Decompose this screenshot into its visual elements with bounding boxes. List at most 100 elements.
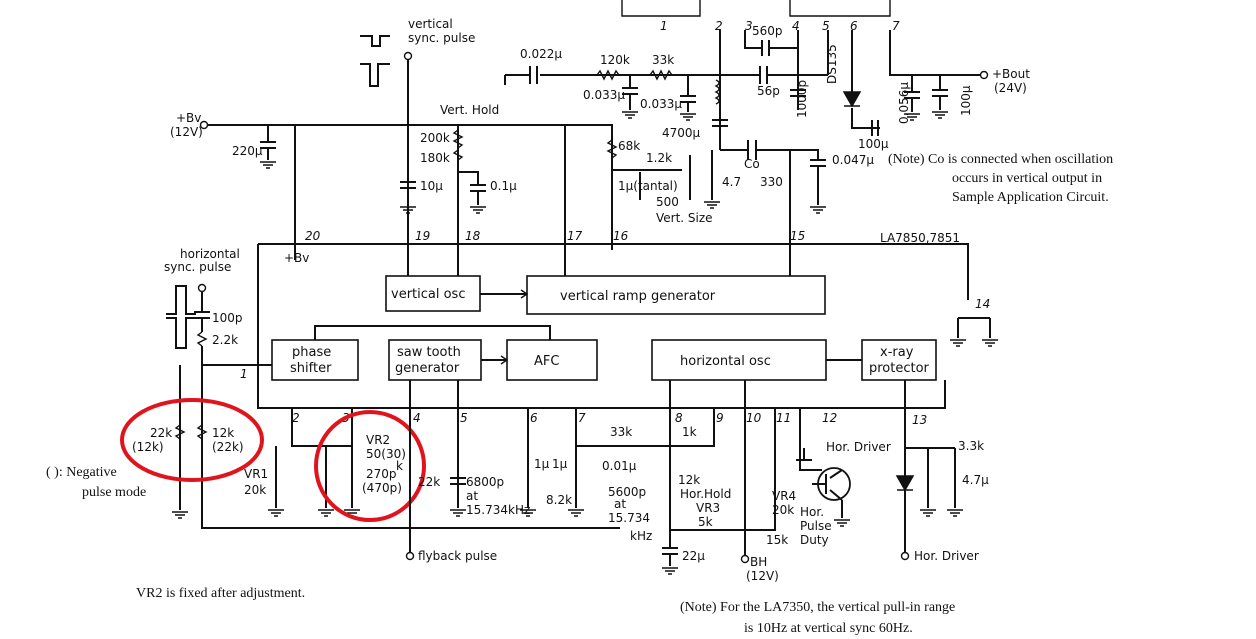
highlight-circle-vr2 [314, 410, 426, 522]
arrow-icon [520, 289, 529, 299]
top-pin-5: 5 [822, 19, 830, 33]
res-120k [596, 69, 620, 81]
r120k-label: 120k [600, 53, 630, 67]
r1k-label: 1k [682, 425, 697, 439]
hdriver-terminal [900, 551, 910, 561]
c5600-label: 5600p [608, 485, 646, 499]
c1u-b-label: 1μ [552, 457, 568, 471]
afc-block [506, 339, 598, 381]
phase-wires [275, 408, 353, 508]
c6800-f-label: 15.734kHz [466, 503, 530, 517]
c56-label: 56p [757, 84, 780, 98]
ground-icon [267, 509, 285, 517]
r22k-sync-label: 2.2k [212, 333, 238, 347]
r33k-top-label: 33k [652, 53, 674, 67]
hsync-label-2: sync. pulse [164, 260, 231, 274]
c6800-at-label: at [466, 489, 478, 503]
la7350-note-2: is 10Hz at vertical sync 60Hz. [744, 621, 913, 636]
vr4-val-label: 20k [772, 503, 794, 517]
c470-label: (470p) [362, 481, 402, 495]
cap-22u [662, 547, 678, 566]
pin-12: 12 [822, 411, 837, 425]
c100u-mid-label: 100μ [858, 137, 889, 151]
vr1-val-label: 20k [244, 483, 266, 497]
flyback-terminal [405, 551, 415, 561]
r200k-label: 200k [420, 131, 450, 145]
ground-icon [567, 509, 585, 517]
r12k-b2-label: (22k) [212, 440, 244, 454]
ic-name: LA7850,7851 [880, 231, 960, 245]
transistor-leads [812, 469, 843, 518]
vsync-waveform [360, 35, 390, 87]
vert-size-label: Vert. Size [656, 211, 713, 225]
hor-pulse-1: Hor. [800, 505, 824, 519]
vr2-fixed-note: VR2 is fixed after adjustment. [136, 586, 305, 601]
saw-tooth-label-1: saw tooth [397, 345, 461, 360]
c01u-label: 0.1μ [490, 179, 517, 193]
phase-shifter-label-1: phase [292, 345, 331, 360]
highlight-circle-left [120, 398, 264, 482]
bv-pin-label: +Bv [284, 251, 309, 265]
cap-0033a [622, 75, 638, 110]
r500-label: 500 [656, 195, 679, 209]
vr1-label: VR1 [244, 467, 268, 481]
la7350-note-1: (Note) For the LA7350, the vertical pull… [680, 600, 955, 615]
c100u-top-label: 100μ [959, 85, 973, 116]
pin-16: 16 [613, 229, 629, 243]
xray-wires [904, 380, 956, 552]
ground-icon [661, 567, 679, 575]
top-pin-6: 6 [850, 19, 858, 33]
pin-4: 4 [413, 411, 421, 425]
diode-icon [842, 91, 862, 108]
r47-label: 4.7 [722, 175, 741, 189]
res-68k [606, 139, 618, 159]
cap-0056 [904, 75, 920, 112]
c0033b-label: 0.033μ [640, 97, 682, 111]
pin-7: 7 [578, 411, 586, 425]
cap-10u [400, 181, 416, 205]
top-pin-2: 2 [715, 19, 723, 33]
ground-icon [919, 509, 937, 517]
r82k-label: 8.2k [546, 493, 572, 507]
neg-note-2: pulse mode [82, 485, 146, 500]
cap-0047 [790, 149, 826, 205]
c1000-label: 1000p [795, 80, 809, 118]
bv-bus [208, 124, 613, 250]
c5600-f-label: 15.734 [608, 511, 650, 525]
bh-label-1: BH [750, 555, 767, 569]
c1u-a-label: 1μ [534, 457, 550, 471]
c270-label: 270p [366, 467, 397, 481]
bout-label-2: (24V) [994, 81, 1027, 95]
top-pin-7: 7 [892, 19, 900, 33]
ic-outline [257, 243, 969, 409]
pin-6: 6 [530, 411, 538, 425]
hdriver-out-label: Hor. Driver [914, 549, 979, 563]
cap-6800 [450, 477, 466, 485]
hsync-terminal [197, 283, 207, 293]
afc-wires [527, 408, 670, 508]
phase-to-afc-wire [314, 325, 551, 340]
ground-icon [981, 339, 999, 347]
c220-label: 220μ [232, 144, 263, 158]
cap-0022 [529, 66, 538, 84]
r15k-label: 15k [766, 533, 788, 547]
hsync-label-1: horizontal [180, 247, 240, 261]
pin-17: 17 [567, 229, 583, 243]
xray-protector-block [861, 339, 937, 381]
pin14-wires [957, 317, 991, 338]
ground-icon [949, 339, 967, 347]
c10u-label: 10μ [420, 179, 443, 193]
res-200k-180k [452, 129, 464, 161]
vr2-k-label: k [396, 459, 403, 473]
ground-icon [946, 509, 964, 517]
co-note-2: occurs in vertical output in [952, 171, 1102, 186]
pin-11: 11 [776, 411, 791, 425]
vsync-label-2: sync. pulse [408, 31, 475, 45]
r12k-v-label: 1.2k [646, 151, 672, 165]
flyback-label: flyback pulse [418, 549, 497, 563]
vertical-ramp-label: vertical ramp generator [560, 289, 716, 304]
c0022-label: 0.022μ [520, 47, 562, 61]
pin-9: 9 [716, 411, 724, 425]
